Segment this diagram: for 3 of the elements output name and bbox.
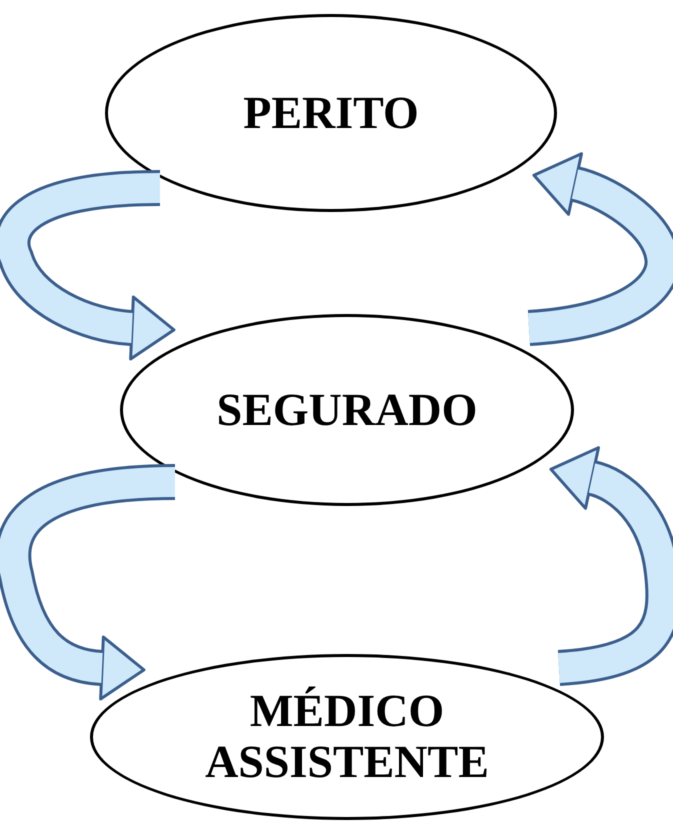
node-label: PERITO — [243, 88, 419, 138]
node-label: MÉDICO ASSISTENTE — [204, 686, 490, 788]
node-label: SEGURADO — [216, 384, 478, 436]
